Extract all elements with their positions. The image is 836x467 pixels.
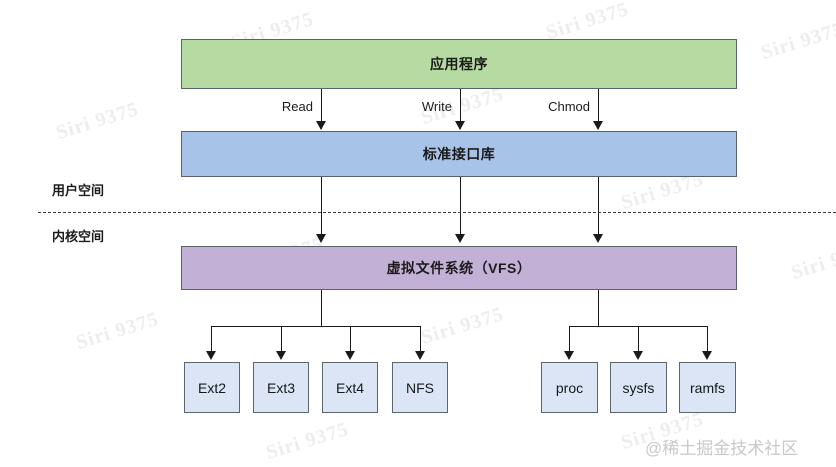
node-nfs: NFS bbox=[392, 362, 448, 413]
layer-application: 应用程序 bbox=[181, 39, 737, 89]
branch-trunk-disk-fs bbox=[321, 290, 322, 326]
layer-vfs-label: 虚拟文件系统（VFS） bbox=[386, 260, 532, 276]
label-kernel-space: 内核空间 bbox=[52, 229, 105, 244]
background-watermark-8: Siri 9375 bbox=[418, 303, 507, 349]
syscall-label-read: Read bbox=[281, 99, 313, 114]
connector-lib-vfs-center-arrow bbox=[455, 234, 465, 243]
node-ext2: Ext2 bbox=[184, 362, 240, 413]
node-ext2-label: Ext2 bbox=[197, 379, 226, 396]
connector-read-arrow bbox=[316, 121, 326, 130]
node-ext4-label: Ext4 bbox=[335, 379, 364, 396]
syscall-label-write: Write bbox=[421, 99, 452, 114]
branch-arrow-sysfs bbox=[633, 351, 643, 360]
node-proc: proc bbox=[541, 362, 598, 413]
branch-drop-proc bbox=[569, 326, 570, 354]
connector-lib-vfs-right-arrow bbox=[593, 234, 603, 243]
branch-arrow-ext3 bbox=[276, 351, 286, 360]
connector-chmod-arrow bbox=[593, 121, 603, 130]
node-ramfs-label: ramfs bbox=[690, 379, 725, 396]
layer-library-label: 标准接口库 bbox=[422, 146, 496, 162]
connector-lib-vfs-right-line bbox=[598, 177, 599, 237]
branch-drop-nfs bbox=[420, 326, 421, 354]
background-watermark-11: Siri 9375 bbox=[788, 238, 836, 284]
branch-drop-ext4 bbox=[350, 326, 351, 354]
node-ext4: Ext4 bbox=[322, 362, 378, 413]
node-nfs-label: NFS bbox=[406, 379, 434, 396]
branch-drop-sysfs bbox=[638, 326, 639, 354]
background-watermark-5: Siri 9375 bbox=[758, 18, 836, 64]
corner-watermark: @稀土掘金技术社区 bbox=[645, 439, 799, 458]
branch-arrow-ext4 bbox=[345, 351, 355, 360]
node-proc-label: proc bbox=[555, 379, 584, 396]
branch-arrow-nfs bbox=[415, 351, 425, 360]
node-ramfs: ramfs bbox=[679, 362, 736, 413]
node-sysfs: sysfs bbox=[610, 362, 667, 413]
connector-lib-vfs-center-line bbox=[460, 177, 461, 237]
label-user-space: 用户空间 bbox=[52, 183, 105, 198]
branch-drop-ext2 bbox=[211, 326, 212, 354]
branch-arrow-ext2 bbox=[206, 351, 216, 360]
connector-write-arrow bbox=[455, 121, 465, 130]
branch-arrow-proc bbox=[564, 351, 574, 360]
connector-lib-vfs-left-line bbox=[321, 177, 322, 237]
layer-application-label: 应用程序 bbox=[430, 56, 488, 72]
syscall-label-chmod: Chmod bbox=[548, 99, 590, 114]
background-watermark-7: Siri 9375 bbox=[73, 308, 162, 354]
node-ext3-label: Ext3 bbox=[266, 379, 295, 396]
node-sysfs-label: sysfs bbox=[622, 379, 655, 396]
node-ext3: Ext3 bbox=[253, 362, 309, 413]
user-kernel-divider bbox=[38, 212, 836, 213]
background-watermark-10: Siri 9375 bbox=[263, 418, 352, 464]
connector-lib-vfs-left-arrow bbox=[316, 234, 326, 243]
branch-drop-ramfs bbox=[707, 326, 708, 354]
branch-arrow-ramfs bbox=[702, 351, 712, 360]
branch-bar-disk-fs bbox=[211, 326, 421, 327]
connector-write-line bbox=[460, 89, 461, 129]
branch-trunk-virtual-fs bbox=[598, 290, 599, 326]
connector-chmod-line bbox=[598, 89, 599, 129]
connector-read-line bbox=[321, 89, 322, 129]
layer-virtual-file-system: 虚拟文件系统（VFS） bbox=[181, 246, 737, 290]
layer-standard-interface-library: 标准接口库 bbox=[181, 131, 737, 177]
branch-drop-ext3 bbox=[281, 326, 282, 354]
background-watermark-0: Siri 9375 bbox=[53, 98, 142, 144]
